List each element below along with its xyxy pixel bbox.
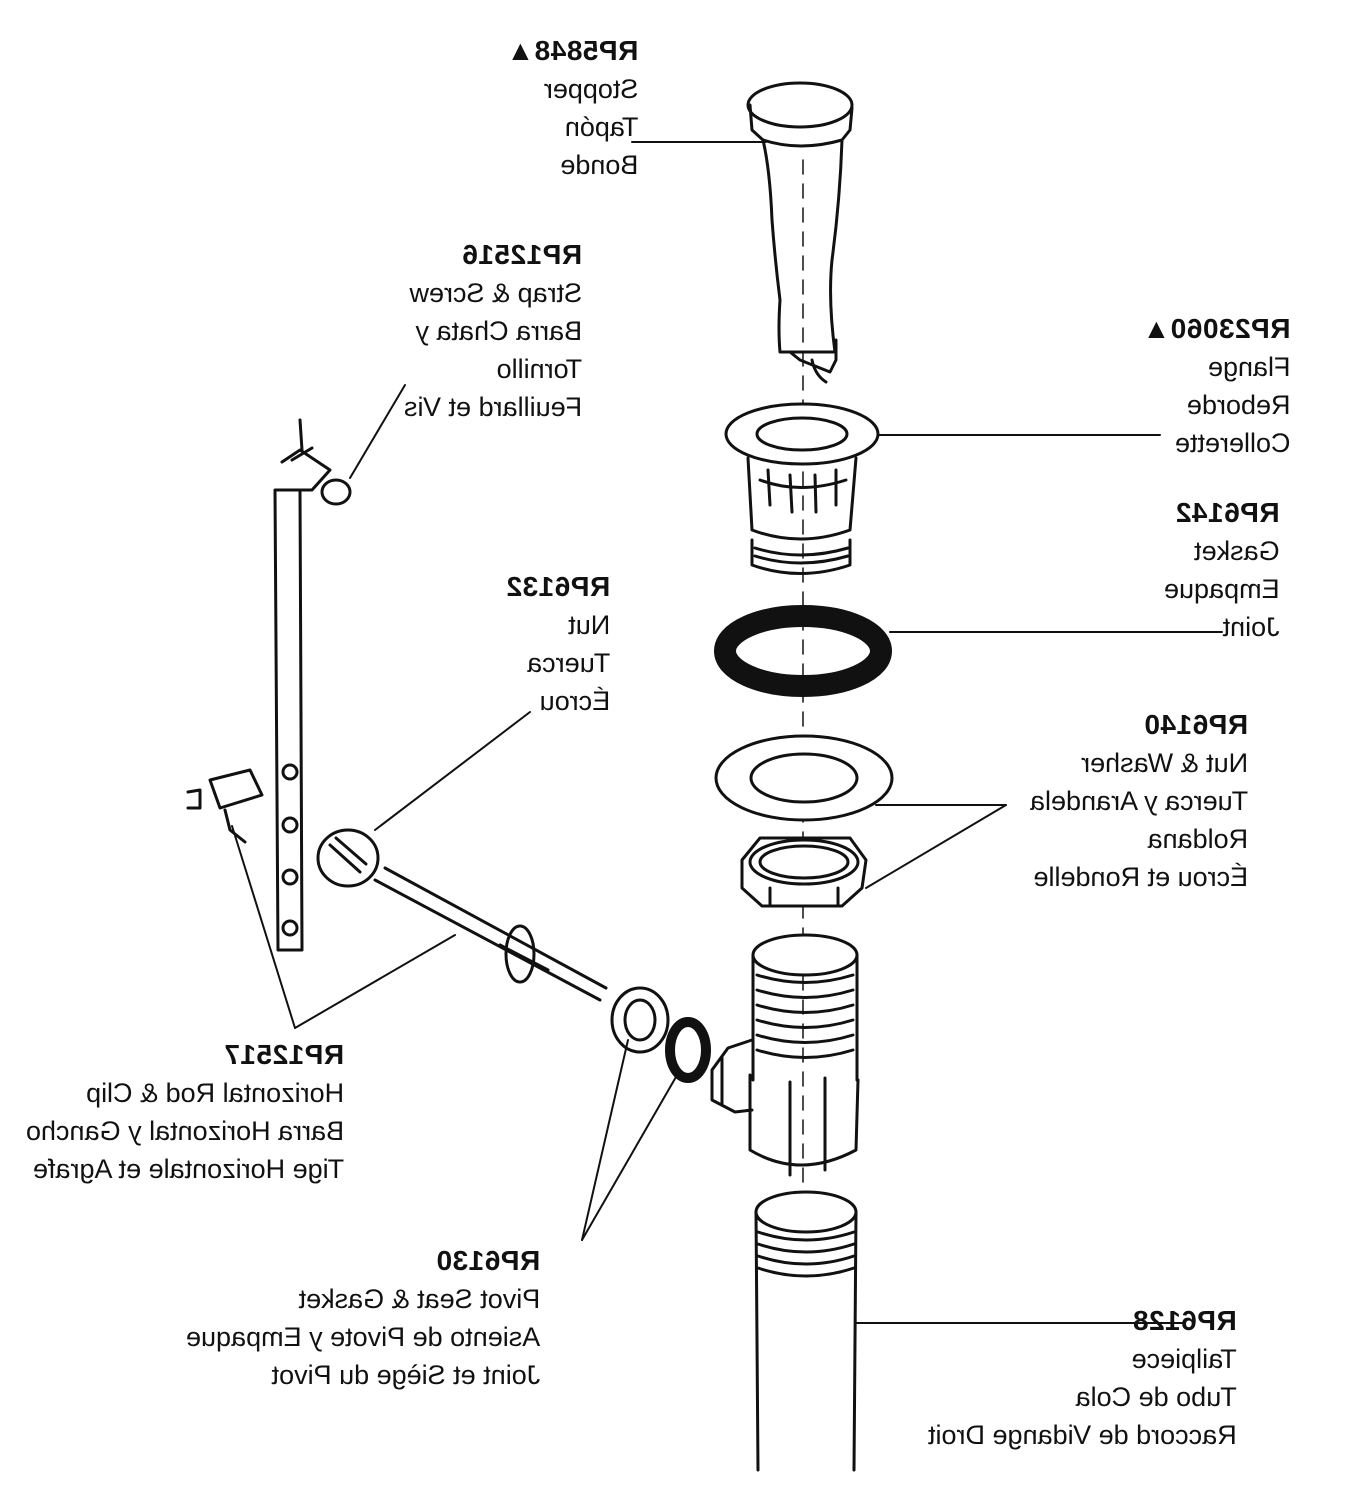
part-label-en: Nut [568,610,611,640]
part-number: RP6142 [1175,497,1280,528]
flange-drawing [724,402,880,575]
part-label-es: Reborde [1186,390,1291,420]
part-number: RP12516 [461,239,583,270]
part-label-fr: Bonde [560,150,639,180]
part-label-es: Barra Horizontal y Gancho [26,1116,345,1146]
leader-strap [349,384,406,479]
part-number: RP23060▲ [1142,313,1291,344]
part-label-en: Horizontal Rod & Clip [86,1078,345,1108]
callout-flange: RP23060▲ Flange Reborde Collerette [1142,310,1290,462]
part-label-fr: Joint et Siège du Pivot [271,1360,541,1390]
callout-horizontal-rod: RP12517 Horizontal Rod & Clip Barra Hori… [26,1036,344,1188]
leader-pivot-seat [581,1039,629,1241]
part-label-es: Asiento de Pivote y Empaque [186,1322,541,1352]
part-label-fr: Raccord de Vidange Droit [928,1420,1237,1450]
stopper-drawing [746,81,854,384]
part-label-en: Pivot Seat & Gasket [298,1284,541,1314]
part-label-es-2: Tornillo [496,354,583,384]
washer-drawing [714,734,894,822]
part-label-es-2: Roldana [1147,824,1249,854]
leader-pivot-gasket [581,1069,681,1241]
tailpiece-drawing [754,1190,858,1472]
callout-stopper: RP5848▲ Stopper Tapón Bonde [506,32,638,184]
part-label-en: Strap & Screw [409,278,583,308]
part-label-fr: Écrou et Rondelle [1033,862,1249,892]
leader-nut-washer [865,804,1007,889]
part-label-en: Flange [1207,352,1291,382]
part-label-en: Gasket [1194,536,1280,566]
leader-rod [294,934,456,1029]
part-label-es: Tuerca [527,648,611,678]
callout-tailpiece: RP6128 Tailpiece Tubo de Cola Raccord de… [928,1302,1237,1454]
part-label-fr: Joint [1222,612,1280,642]
leader-rod-clip [231,825,296,1029]
drain-body-drawing [710,933,860,1177]
part-number: RP6130 [436,1245,541,1276]
leader-nut [374,711,531,831]
part-number: RP6132 [506,571,611,602]
part-label-es: Tuerca y Arandela [1030,786,1249,816]
part-label-fr: Collerette [1174,428,1291,458]
callout-nut: RP6132 Nut Tuerca Écrou [506,568,610,720]
strap-drawing [273,418,352,952]
part-label-en: Nut & Washer [1081,748,1249,778]
part-label-fr: Écrou [539,686,611,716]
callout-strap-screw: RP12516 Strap & Screw Barra Chata y Torn… [404,236,582,426]
part-label-fr: Tige Horizontale et Agrafe [32,1154,345,1184]
part-number: RP12517 [223,1039,345,1070]
locknut-drawing [740,836,868,908]
leader-lines [231,141,1223,1324]
part-number: RP5848▲ [506,35,639,66]
part-label-en: Stopper [543,74,639,104]
part-label-es: Tapón [564,112,639,142]
part-label-es: Tubo de Cola [1075,1382,1237,1412]
part-label-en: Tailpiece [1131,1344,1237,1374]
part-label-fr: Feuillard et Vis [404,392,583,422]
callout-nut-washer: RP6140 Nut & Washer Tuerca y Arandela Ro… [1030,706,1248,896]
part-number: RP6140 [1143,709,1249,740]
pivot-seat-drawing [610,986,711,1083]
horizontal-rod-drawing [186,768,608,1002]
part-label-es: Empaque [1164,574,1280,604]
part-label-es: Barra Chata y [415,316,583,346]
gasket-drawing [714,605,892,697]
part-number: RP6128 [1132,1305,1237,1336]
callout-pivot-seat: RP6130 Pivot Seat & Gasket Asiento de Pi… [186,1242,540,1394]
callout-gasket: RP6142 Gasket Empaque Joint [1164,494,1280,646]
